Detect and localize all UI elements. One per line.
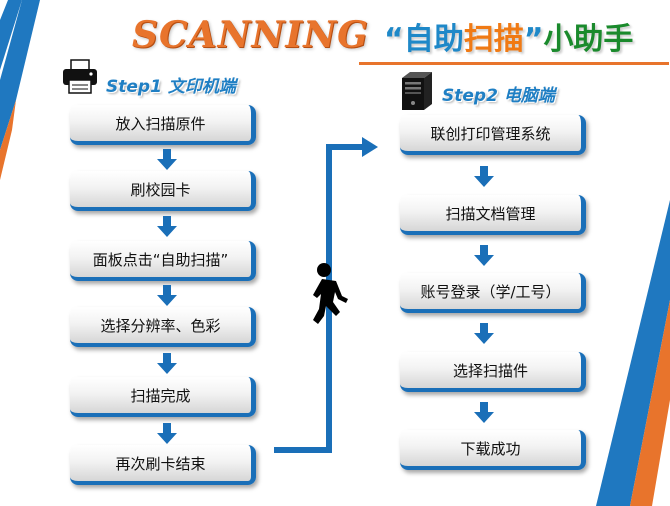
walking-person-icon (313, 263, 348, 324)
header-rule (359, 62, 669, 65)
headline: “自助扫描”小助手 (384, 14, 633, 58)
step1-box-5: 扫描完成 (70, 377, 256, 417)
step2-box-1: 联创打印管理系统 (400, 115, 586, 155)
down-arrow-icon (157, 149, 177, 170)
step2-title: Step2 电脑端 (442, 86, 555, 106)
headline-word-b: 扫描 (463, 22, 524, 57)
down-arrow-icon (157, 216, 177, 237)
computer-tower-icon (402, 72, 432, 110)
step2-box-5: 下载成功 (400, 430, 586, 470)
step2-box-4: 选择扫描件 (400, 352, 586, 392)
step1-box-6: 再次刷卡结束 (70, 445, 256, 485)
headline-word-a: 自助 (403, 22, 464, 57)
headline-close-quote: ” (523, 22, 544, 57)
down-arrow-icon (474, 166, 494, 187)
down-arrow-icon (474, 245, 494, 266)
printer-icon (63, 59, 97, 94)
down-arrow-icon (157, 423, 177, 444)
step1-box-1: 放入扫描原件 (70, 105, 256, 145)
down-arrow-icon (157, 353, 177, 374)
down-arrow-icon (474, 402, 494, 423)
headline-rest: 小助手 (543, 22, 634, 57)
down-arrow-icon (474, 323, 494, 344)
step1-box-3: 面板点击“自助扫描” (70, 241, 256, 281)
down-arrow-icon (157, 285, 177, 306)
step1-box-4: 选择分辨率、色彩 (70, 307, 256, 347)
step2-box-2: 扫描文档管理 (400, 195, 586, 235)
step2-box-3: 账号登录（学/工号） (400, 273, 586, 313)
brand-title: SCANNING (132, 14, 369, 56)
headline-open-quote: “ (384, 22, 404, 57)
step1-title: Step1 文印机端 (106, 77, 236, 97)
step1-box-2: 刷校园卡 (70, 171, 256, 211)
